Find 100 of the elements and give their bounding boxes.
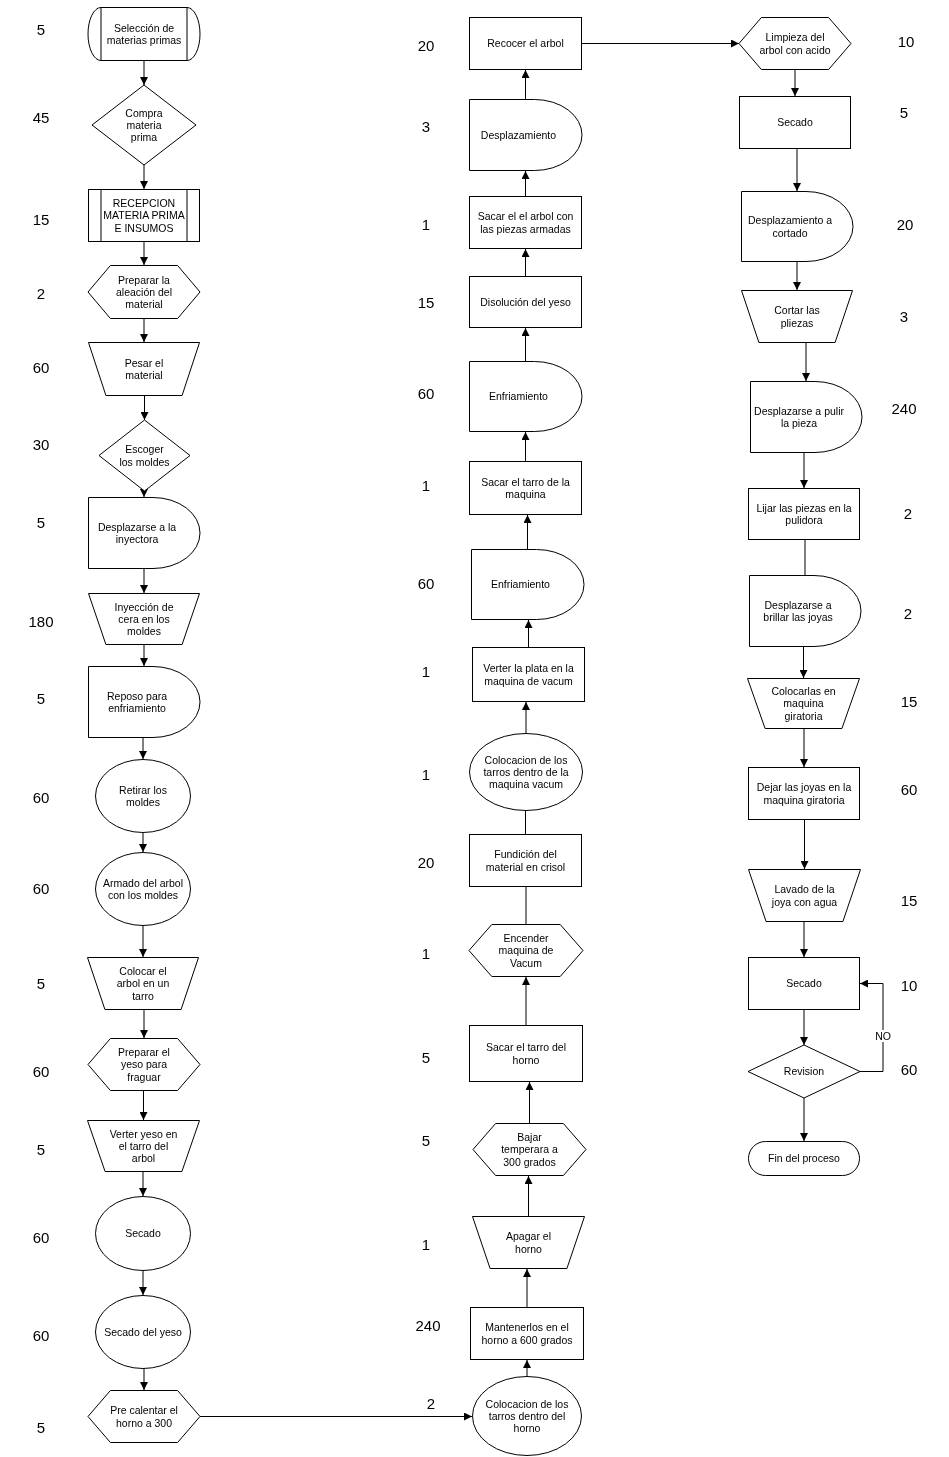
step-label: Colocar el arbol en un tarro	[115, 965, 171, 1002]
step-label: Bajar temperara a 300 grados	[500, 1131, 559, 1168]
arrow	[524, 1175, 533, 1217]
decision-diamond	[748, 1045, 860, 1098]
step-label: Selección de materias primas	[105, 21, 183, 47]
step-label: Secado	[124, 1227, 162, 1240]
time-value: 2	[36, 284, 46, 302]
step-label: RECEPCION MATERIA PRIMA E INSUMOS	[102, 197, 186, 234]
time-value: 60	[900, 1060, 918, 1078]
time-value: 30	[32, 435, 50, 453]
arrow	[524, 619, 533, 648]
arrow	[199, 1412, 473, 1421]
manual-operation-trapezoid	[87, 1120, 200, 1172]
process-box	[739, 96, 851, 149]
step-label: Secado del yeso	[103, 1325, 183, 1339]
manual-operation-trapezoid	[748, 869, 861, 922]
step-label: Desplazarse a la inyectora	[96, 520, 178, 546]
connector-line	[804, 539, 806, 576]
arrow	[521, 327, 530, 362]
time-value: 15	[417, 293, 435, 311]
time-value: 3	[899, 307, 909, 325]
time-value: 60	[900, 780, 918, 798]
step-label: Pesar el material	[123, 356, 165, 382]
time-value: 5	[36, 1140, 46, 1158]
step-label: Inyección de cera en los moldes	[113, 600, 175, 638]
manual-operation-trapezoid	[741, 290, 853, 343]
step-label: Recocer el arbol	[486, 37, 565, 50]
step-label: Encender maquina de Vacum	[497, 932, 555, 969]
arrow	[139, 1090, 148, 1121]
step-label: Colocarlas en maquina giratoria	[770, 685, 837, 722]
arrow	[802, 342, 810, 382]
step-label: Enfriamiento	[490, 578, 551, 591]
arrow	[521, 248, 530, 277]
delay-shape	[750, 381, 862, 453]
process-ellipse	[95, 759, 191, 833]
process-ellipse	[469, 733, 583, 811]
time-value: 5	[36, 1418, 46, 1436]
arrow	[525, 1081, 534, 1124]
time-value: 1	[421, 765, 431, 783]
preparation-hexagon	[739, 17, 851, 70]
time-value: 240	[415, 1316, 441, 1334]
arrow	[140, 489, 148, 498]
step-label: Preparar el yeso para fraguar	[117, 1046, 171, 1083]
process-box	[469, 1025, 583, 1082]
step-label: Desplazarse a brillar las joyas	[762, 598, 834, 624]
step-label: Desplazamiento a cortado	[747, 214, 834, 239]
process-box	[469, 276, 582, 328]
connector-line	[525, 886, 527, 925]
arrow	[140, 395, 149, 421]
decision-diamond	[99, 420, 190, 491]
time-value: 60	[32, 358, 50, 376]
step-label: Limpieza del arbol con acido	[758, 31, 832, 56]
time-value: 10	[900, 976, 918, 994]
delay-shape	[469, 99, 582, 171]
time-value: 3	[421, 117, 431, 135]
time-value: 180	[28, 612, 54, 630]
preparation-hexagon	[469, 924, 583, 977]
time-value: 60	[417, 384, 435, 402]
step-label: Apagar el horno	[505, 1230, 552, 1255]
arrow	[140, 60, 148, 86]
manual-operation-trapezoid	[88, 593, 200, 645]
time-value: 60	[32, 1326, 50, 1344]
time-value: 2	[903, 604, 913, 622]
arrow	[859, 979, 884, 1072]
process-box	[472, 647, 585, 702]
arrow	[140, 164, 148, 190]
step-label: Preparar la aleación del material	[114, 273, 173, 311]
delay-shape	[469, 361, 582, 432]
step-label: Secado	[785, 977, 823, 990]
step-label: Desplazamiento	[479, 128, 558, 142]
time-value: 5	[36, 689, 46, 707]
arrow	[521, 170, 530, 197]
arrow	[522, 701, 530, 734]
step-label: Verter la plata en la maquina de vacum	[482, 662, 575, 687]
step-label: Sacar el tarro de la maquina	[480, 475, 571, 501]
time-value: 60	[417, 574, 435, 592]
time-value: 1	[421, 944, 431, 962]
arrow	[139, 737, 147, 760]
step-label: Cortar las pliezas	[773, 304, 821, 329]
time-value: 1	[421, 476, 431, 494]
arrow	[521, 69, 530, 100]
time-value: 15	[900, 692, 918, 710]
arrow	[800, 1097, 808, 1142]
arrow	[800, 1009, 808, 1046]
process-ellipse	[95, 1295, 191, 1369]
arrow	[581, 39, 740, 48]
step-label: Colocacion de los tarros dentro del horno	[484, 1397, 570, 1435]
arrow	[140, 1009, 148, 1039]
time-value: 5	[421, 1048, 431, 1066]
time-value: 5	[36, 20, 46, 38]
step-label: Revision	[782, 1065, 826, 1078]
arrow	[521, 431, 530, 462]
delay-shape	[741, 191, 853, 262]
step-label: Sacar el el arbol con las piezas armadas	[476, 210, 575, 235]
arrow	[523, 1268, 531, 1308]
step-label: Escoger los moldes	[118, 443, 171, 468]
time-value: 45	[32, 108, 50, 126]
step-label: Dejar las joyas en la maquina giratoria	[755, 781, 853, 806]
time-value: 1	[421, 215, 431, 233]
delay-shape	[749, 575, 861, 647]
